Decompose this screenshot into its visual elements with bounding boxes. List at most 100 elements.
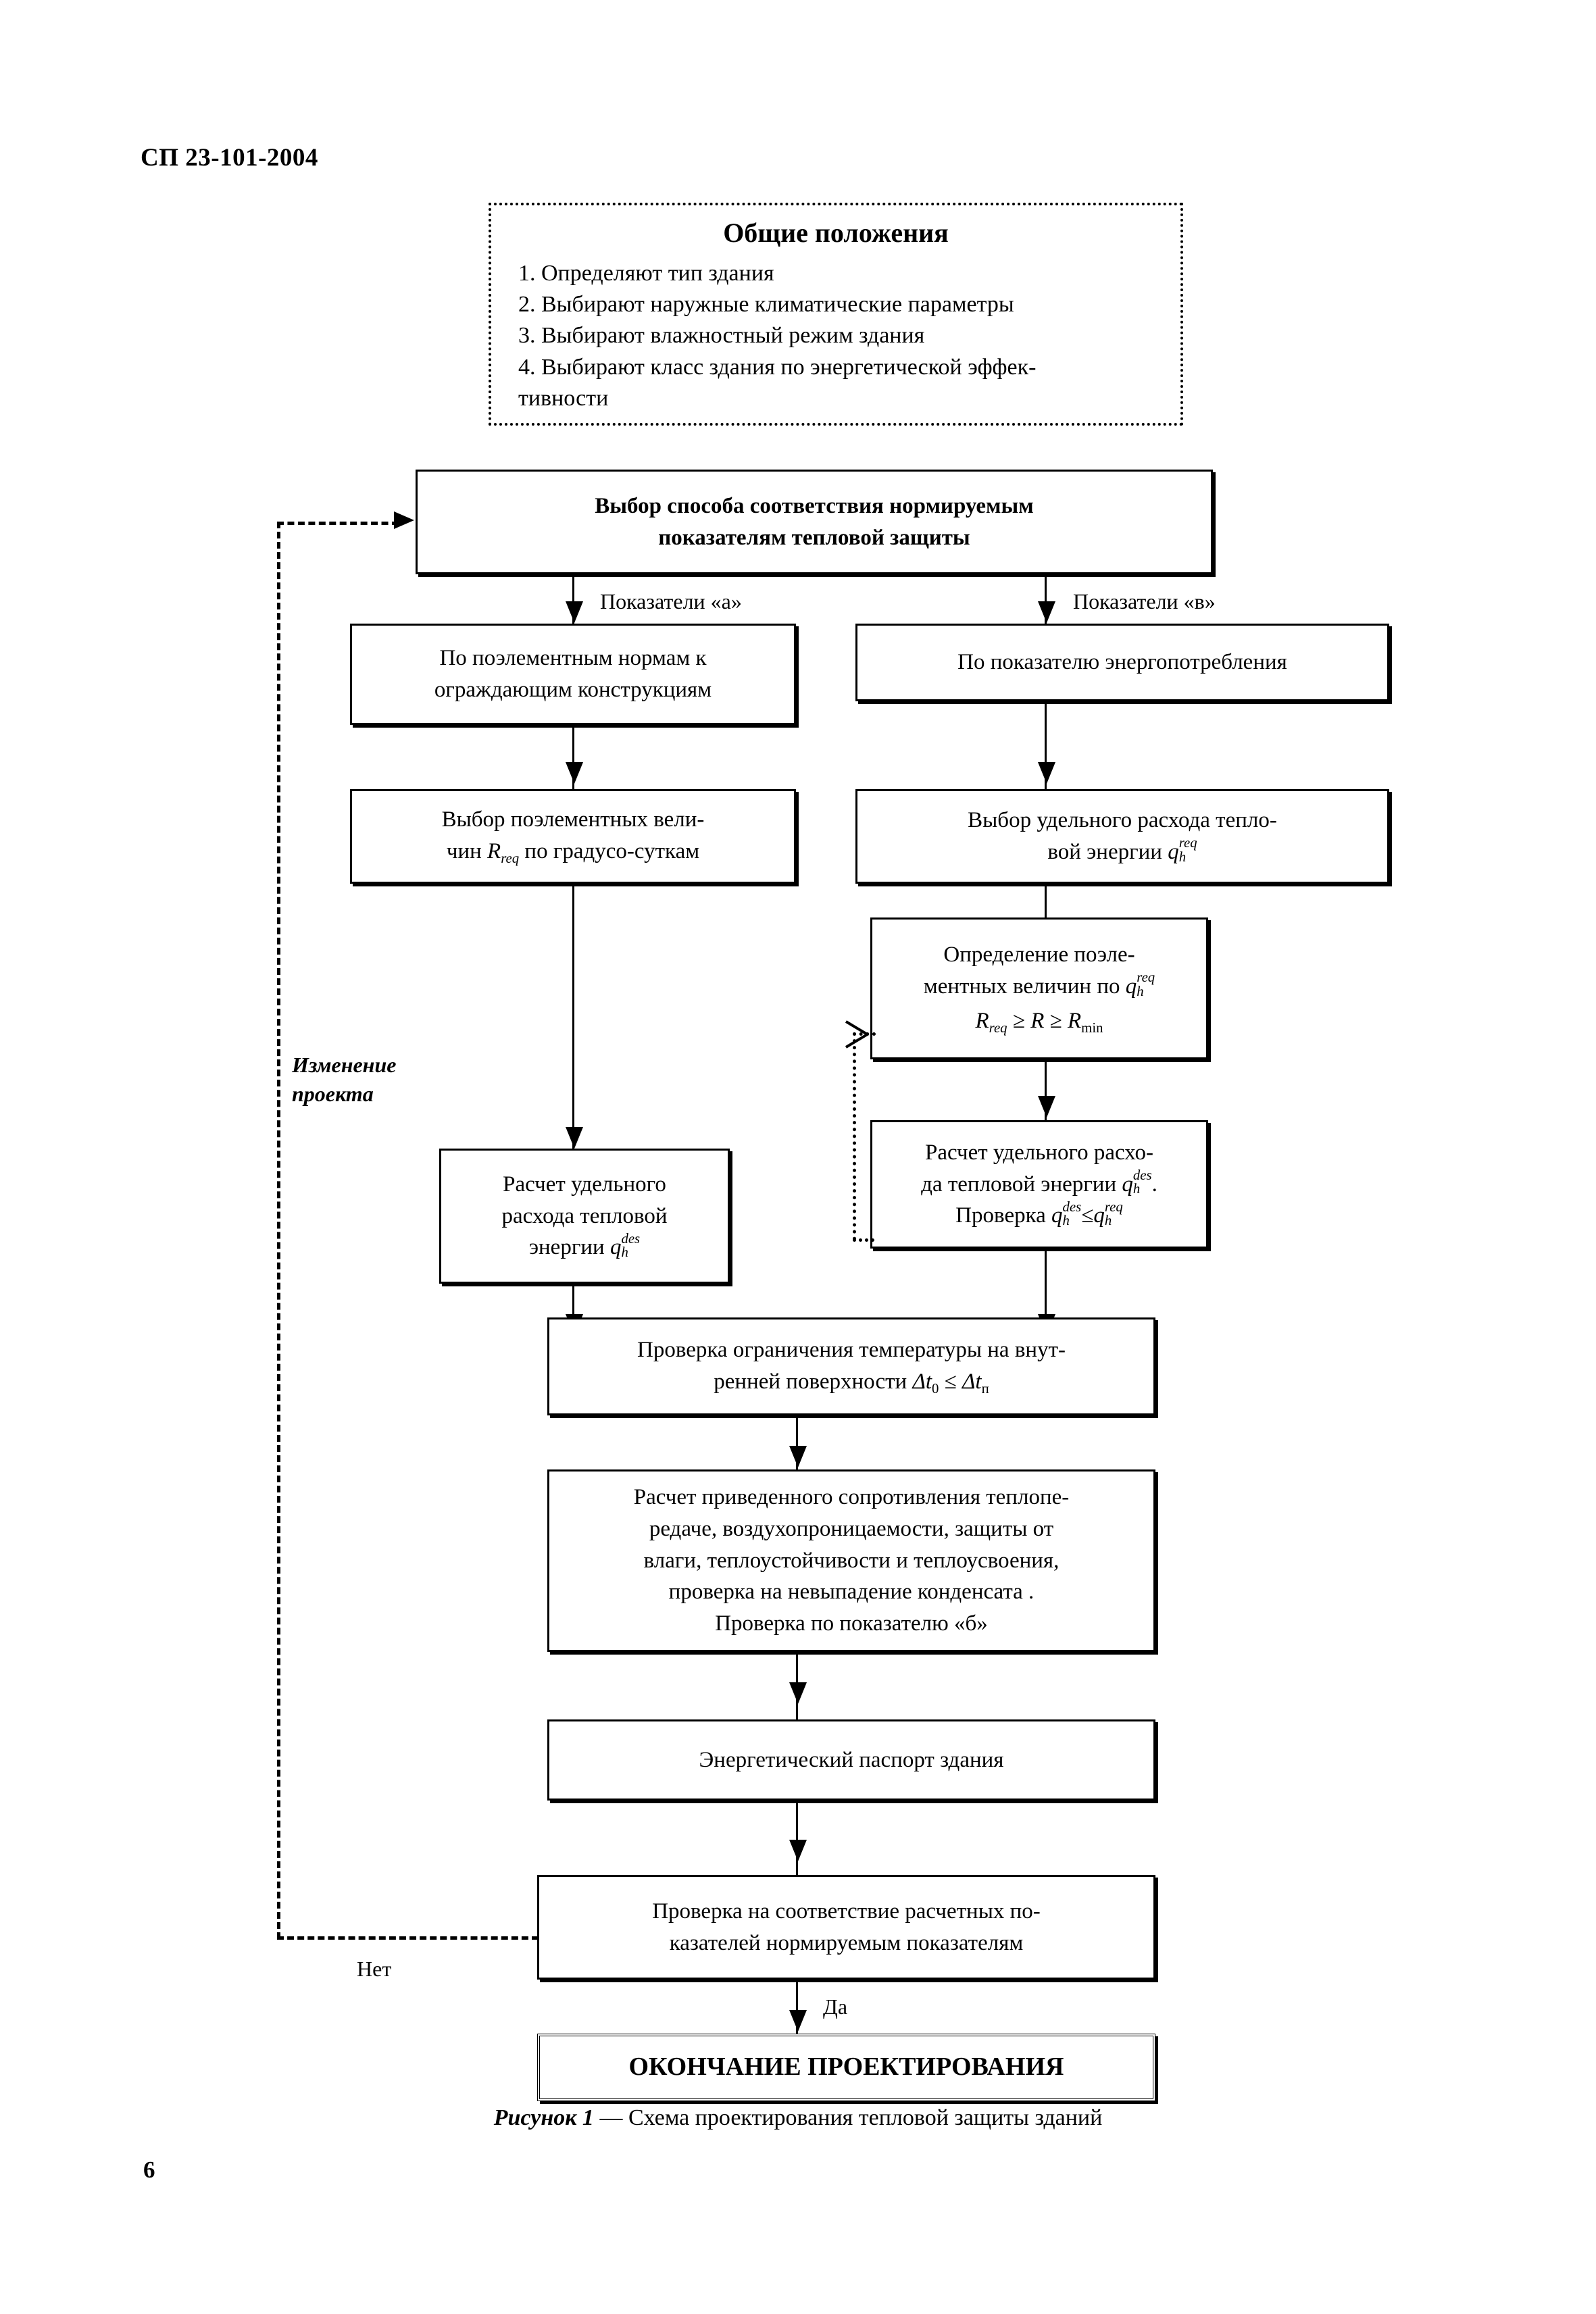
math-delta-t: Δt	[912, 1369, 932, 1394]
text-fragment: ренней поверхности	[714, 1369, 913, 1394]
text-fragment: по градусо-суткам	[519, 839, 700, 864]
edge-label-no: Нет	[357, 1957, 392, 1981]
feedback-loop-bottom-segment	[853, 1238, 874, 1242]
connector-branch-b-to-select	[1045, 701, 1047, 789]
math-superscript: des	[1132, 1167, 1152, 1183]
math-subscript: п	[981, 1380, 989, 1397]
edge-label-indicators-b: Показатели «в»	[1073, 589, 1216, 613]
math-superscript: des	[621, 1230, 641, 1247]
node-passport-line1: Энергетический паспорт здания	[699, 1747, 1004, 1772]
edge-label-redesign-line2: проекта	[292, 1082, 374, 1107]
figure-caption-text: Схема проектирования тепловой защиты зда…	[628, 2105, 1103, 2130]
arrowhead-calc-energy-right	[1038, 1096, 1055, 1117]
connector-calc-right-to-temperature	[1045, 1249, 1047, 1353]
node-branch-a-elementwise-norms: По поэлементным нормам к ограждающим кон…	[350, 624, 796, 725]
edge-label-redesign: Изменение проекта	[292, 1051, 396, 1109]
figure-caption-dash-glyph: —	[599, 2105, 623, 2130]
arrowhead-detailed-calc	[789, 1446, 807, 1467]
math-subscript: h	[1062, 1213, 1070, 1229]
edge-label-redesign-line1: Изменение	[292, 1053, 397, 1077]
math-subscript: req	[501, 851, 520, 867]
node-energy-passport: Энергетический паспорт здания	[547, 1719, 1155, 1801]
arrowhead-calc-energy-left	[566, 1127, 583, 1149]
math-subscript: h	[1132, 1181, 1141, 1197]
math-operator: ≤	[1081, 1203, 1094, 1228]
arrowhead-select-energy	[1038, 762, 1055, 784]
list-item: 2. Выбирают наружные климатические парам…	[518, 292, 1014, 318]
math-variable-q: q	[1125, 974, 1137, 999]
text-fragment: энергии	[528, 1235, 610, 1260]
arrowhead-compliance-check	[789, 1840, 807, 1861]
figure-caption-label: Рисунок 1	[493, 2105, 594, 2130]
general-provisions-list: 1. Определяют тип здания 2. Выбирают нар…	[518, 258, 1153, 414]
connector-select-energy-to-determine	[1045, 884, 1047, 950]
math-operator: ≥	[1012, 1008, 1025, 1033]
node-select-specific-energy: Выбор удельного расхода тепло- вой энерг…	[855, 789, 1389, 884]
text-fragment: Проверка	[955, 1203, 1052, 1228]
math-superscript: req	[1104, 1199, 1123, 1215]
arrowhead-branch-a	[566, 601, 583, 623]
list-item: 4. Выбирают класс здания по энергетическ…	[518, 354, 1037, 380]
connector-method-to-branch-a	[572, 574, 574, 624]
redesign-loop-top-segment	[277, 522, 399, 525]
node-detailed-line2: редаче, воздухопроницаемости, защиты от	[649, 1516, 1054, 1541]
math-variable-q: q	[1168, 840, 1179, 864]
connector-branch-a-to-select	[572, 725, 574, 789]
math-subscript: min	[1081, 1020, 1103, 1036]
arrowhead-branch-b	[1038, 601, 1055, 623]
math-subscript: h	[1137, 983, 1144, 999]
text-fragment: да тепловой энергии	[921, 1172, 1122, 1197]
math-variable-q: q	[1122, 1172, 1133, 1197]
list-item: тивности	[518, 385, 609, 411]
node-method-choice-line2: показателям тепловой защиты	[658, 525, 970, 550]
general-provisions-title: Общие положения	[723, 218, 949, 249]
node-method-choice-line1: Выбор способа соответствия нормируемым	[595, 493, 1034, 518]
math-delta-t: Δt	[962, 1369, 982, 1394]
node-end-line1: ОКОНЧАНИЕ ПРОЕКТИРОВАНИЯ	[628, 2053, 1064, 2082]
text-fragment: чин	[446, 839, 488, 864]
text-fragment: ментных величин по	[923, 974, 1126, 999]
math-superscript: req	[1178, 835, 1197, 851]
node-calc-specific-energy-right: Расчет удельного расхо- да тепловой энер…	[870, 1120, 1208, 1249]
node-detailed-calculations: Расчет приведенного сопротивления теплоп…	[547, 1469, 1155, 1652]
math-subscript: h	[1178, 849, 1187, 865]
node-branch-b-energy-indicator: По показателю энергопотребления	[855, 624, 1389, 701]
node-calc-left-line1: Расчет удельного	[503, 1172, 666, 1197]
node-compliance-line2: казателей нормируемым показателям	[669, 1930, 1024, 1955]
redesign-loop-horizontal-segment	[277, 1936, 539, 1940]
node-select-elementwise-line1: Выбор поэлементных вели-	[441, 807, 705, 832]
node-calc-left-line2: расхода тепловой	[501, 1203, 668, 1228]
edge-label-yes: Да	[823, 1994, 848, 2019]
text-fragment: .	[1151, 1172, 1157, 1197]
list-item: 1. Определяют тип здания	[518, 260, 774, 286]
node-calc-right-line1: Расчет удельного расхо-	[925, 1140, 1153, 1165]
math-variable-R: R	[1068, 1008, 1082, 1033]
node-branch-a-line1: По поэлементным нормам к	[439, 646, 707, 671]
connector-select-elementwise-to-calc	[572, 884, 574, 1154]
node-select-energy-line1: Выбор удельного расхода тепло-	[968, 808, 1277, 833]
running-head: СП 23-101-2004	[141, 144, 318, 172]
node-end-of-design: ОКОНЧАНИЕ ПРОЕКТИРОВАНИЯ	[537, 2034, 1155, 2101]
node-select-elementwise-values: Выбор поэлементных вели- чин Rreq по гра…	[350, 789, 796, 884]
connector-method-to-branch-b	[1045, 574, 1047, 624]
feedback-arrowhead-into-method-choice	[394, 511, 414, 529]
math-variable-q: q	[1093, 1203, 1105, 1228]
feedback-loop-top-segment	[853, 1032, 876, 1036]
node-method-choice: Выбор способа соответствия нормируемым п…	[416, 470, 1213, 574]
node-determine-line1: Определение поэле-	[943, 942, 1135, 967]
math-subscript: 0	[932, 1380, 939, 1397]
math-superscript: req	[1137, 970, 1155, 986]
feedback-loop-vertical-segment	[853, 1032, 856, 1240]
math-variable-R: R	[487, 839, 501, 864]
math-variable-R: R	[975, 1008, 989, 1033]
list-item: 3. Выбирают влажностный режим здания	[518, 323, 925, 349]
math-superscript: des	[1062, 1199, 1082, 1215]
